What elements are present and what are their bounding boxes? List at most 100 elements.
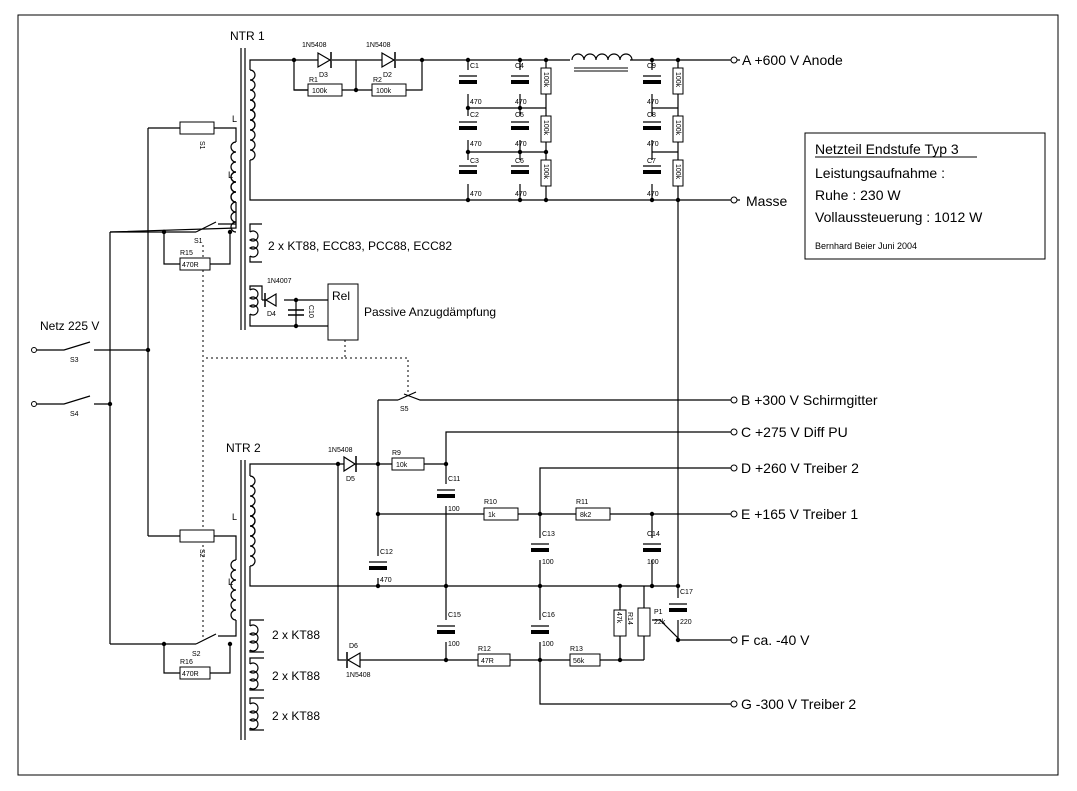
potentiometer-p1 [637, 607, 651, 637]
output-b-label: B +300 V Schirmgitter [741, 392, 878, 408]
output-c-label: C +275 V Diff PU [741, 424, 848, 440]
cap-c11-ref: C11 [448, 476, 460, 483]
cap-c17-ref: C17 [680, 589, 693, 596]
bleeder-resistors [540, 67, 684, 187]
terminal-e [730, 510, 738, 518]
cap-c6-ref: C6 [515, 158, 524, 165]
cap-c8-value: 470 [647, 141, 659, 148]
bank-junctions [465, 57, 681, 203]
diode-d4 [264, 292, 277, 308]
pot-p1-value: 22k [654, 619, 666, 626]
switch-s3-label: S3 [70, 357, 79, 364]
resistor-r11-ref: R11 [576, 499, 588, 506]
heater-ntr2-a: 2 x KT88 [272, 628, 320, 642]
info-author: Bernhard Beier Juni 2004 [815, 241, 917, 251]
cap-c15-ref: C15 [448, 612, 461, 619]
cap-c13-ref: C13 [542, 531, 555, 538]
resistor-r14 [613, 609, 627, 637]
resistor-r16-ref: R16 [180, 659, 193, 666]
cap-c12-value: 470 [380, 577, 392, 584]
fuse-s1-label: S1 [198, 141, 205, 150]
resistor-r3-value: 100k [542, 164, 549, 180]
mains-label: Netz 225 V [40, 319, 99, 333]
cap-c7-value: 470 [647, 191, 659, 198]
transformer-ntr2 [230, 460, 259, 740]
resistor-r13-ref: R13 [570, 646, 583, 653]
switch-s4-label: S4 [70, 411, 79, 418]
ntr2-winding-l2: L [228, 577, 233, 587]
output-f-label: F ca. -40 V [741, 632, 810, 648]
cap-c5-value: 470 [515, 141, 527, 148]
ntr1-label: NTR 1 [230, 29, 265, 43]
info-line2: Ruhe : 230 W [815, 187, 901, 203]
diode-d3 [317, 51, 332, 69]
cap-c10-ref: C10 [307, 305, 314, 318]
resistor-r7-value: 100k [674, 120, 681, 136]
heater-ntr1-label: 2 x KT88, ECC83, PCC88, ECC82 [268, 239, 452, 253]
cap-c2-ref: C2 [470, 112, 479, 119]
cap-c1-value: 470 [470, 99, 482, 106]
resistor-r2 [371, 83, 407, 97]
output-masse-label: Masse [746, 193, 787, 209]
cap-c2-value: 470 [470, 141, 482, 148]
terminal-a [730, 56, 738, 64]
output-d-label: D +260 V Treiber 2 [741, 460, 859, 476]
cap-c8-ref: C8 [647, 112, 656, 119]
cap-c9-value: 470 [647, 99, 659, 106]
cap-c1-ref: C1 [470, 63, 479, 70]
output-e-label: E +165 V Treiber 1 [741, 506, 858, 522]
diode-d3-part: 1N5408 [302, 42, 327, 49]
heater-ntr2-c: 2 x KT88 [272, 709, 320, 723]
switch-s1-label: S1 [194, 238, 203, 245]
output-g-label: G -300 V Treiber 2 [741, 696, 856, 712]
diode-d4-part: 1N4007 [267, 278, 292, 285]
resistor-r12-value: 47R [481, 658, 494, 665]
resistor-r1-ref: R1 [309, 77, 318, 84]
resistor-r8-value: 100k [674, 164, 681, 180]
relay-label: Rel [332, 289, 350, 303]
resistor-r2-value: 100k [376, 88, 392, 95]
resistor-r13 [569, 653, 601, 667]
diode-d5-ref: D5 [346, 476, 355, 483]
cap-c11-value: 100 [448, 506, 460, 513]
fuse-s2 [179, 529, 215, 543]
cap-bank-1 [458, 70, 662, 184]
diode-d6 [346, 651, 361, 669]
resistor-r6-value: 100k [674, 72, 681, 88]
diode-d6-part: 1N5408 [346, 672, 371, 679]
resistor-r15-ref: R15 [180, 250, 193, 257]
cap-c17-value: 220 [680, 619, 692, 626]
info-title: Netzteil Endstufe Typ 3 [815, 141, 959, 157]
resistor-r14-ref: R14 [626, 612, 633, 625]
relay-box [327, 283, 359, 341]
switch-s2-label: S2 [192, 651, 201, 658]
output-a-label: A +600 V Anode [742, 52, 843, 68]
cap-c3-ref: C3 [470, 158, 479, 165]
resistor-r12-ref: R12 [478, 646, 491, 653]
resistor-r1 [307, 83, 343, 97]
resistor-r1-value: 100k [312, 88, 328, 95]
resistor-r10-ref: R10 [484, 499, 497, 506]
resistor-r15-value: 470R [182, 262, 199, 269]
terminal-c [730, 428, 738, 436]
cap-c16-ref: C16 [542, 612, 555, 619]
resistor-r16-value: 470R [182, 671, 199, 678]
heater-ntr2-b: 2 x KT88 [272, 669, 320, 683]
fuse-s1 [179, 121, 215, 135]
switch-s5-label: S5 [400, 406, 409, 413]
choke-inductor [570, 52, 633, 72]
cap-c12-ref: C12 [380, 549, 393, 556]
resistor-r4-value: 100k [542, 120, 549, 136]
cap-c7-ref: C7 [647, 158, 656, 165]
cap-c13-value: 100 [542, 559, 554, 566]
transformer-ntr1 [230, 48, 259, 330]
cap-c5-ref: C5 [515, 112, 524, 119]
resistor-r2-ref: R2 [373, 77, 382, 84]
fuse-s2-label: S2 [198, 549, 205, 558]
cap-c16-value: 100 [542, 641, 554, 648]
diode-d3-ref: D3 [319, 72, 328, 79]
pot-p1-ref: P1 [654, 609, 663, 616]
diode-d5-part: 1N5408 [328, 447, 353, 454]
diode-d2 [381, 51, 396, 69]
resistor-r13-value: 56k [573, 658, 585, 665]
